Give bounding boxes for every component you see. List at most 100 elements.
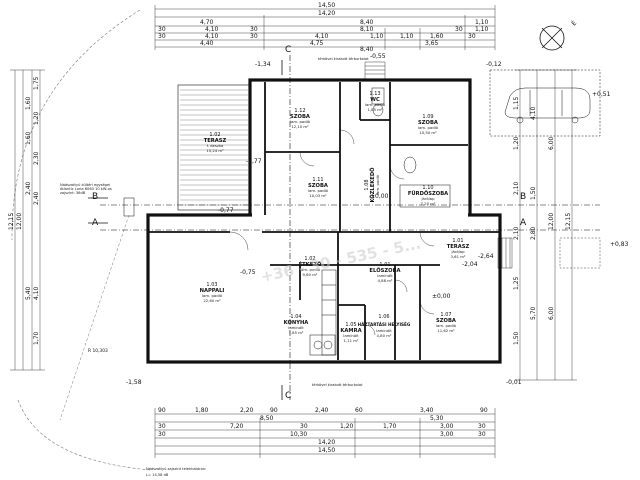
top-dim-inner: 14,20: [318, 10, 335, 17]
svg-text:laminált: laminált: [377, 273, 393, 278]
room-1-08: 1.08 KÖZLEKEDŐ lam. padló: [364, 167, 380, 203]
room-1-06: 1.06 HÁZTARTÁSI HELYISÉG laminált 4,80 m…: [358, 314, 411, 338]
svg-text:lam. padló: lam. padló: [418, 125, 439, 130]
svg-text:SZOBA: SZOBA: [290, 114, 310, 120]
section-mark-c-top: C: [285, 45, 291, 55]
svg-text:É: É: [570, 19, 578, 27]
top-dim-e: 4,10: [205, 26, 219, 33]
left-dim-d4: 2,40: [33, 191, 40, 205]
room-1-01-eloszoba: 1.01 ELŐSZOBA laminált 4,88 m²: [369, 262, 400, 283]
level-living: -0,75: [240, 269, 256, 276]
svg-text:ÉTKEZŐ: ÉTKEZŐ: [299, 260, 322, 268]
level-top-left: -1,34: [255, 61, 271, 68]
section-mark-b-right: B: [520, 192, 526, 202]
right-dim-a4: 2,10: [513, 226, 520, 240]
svg-text:1.02: 1.02: [304, 256, 315, 262]
note-site: Nádszattyú zajszint telekhatáron:: [146, 467, 206, 471]
room-1-02-terasz: 1.02 TERASZ f. deszka 15,24 m²: [204, 132, 227, 153]
right-dim-b1: 4,10: [530, 106, 537, 120]
right-dim-a5: 1,25: [513, 276, 520, 290]
svg-text:ELŐSZOBA: ELŐSZOBA: [369, 267, 400, 274]
bottom-dim-a8: 90: [480, 407, 488, 414]
svg-text:1.05: 1.05: [345, 322, 356, 328]
bottom-dim-d3: 3,00: [440, 431, 454, 438]
svg-text:1.13: 1.13: [369, 91, 380, 97]
svg-text:járólap: járólap: [421, 196, 436, 201]
svg-text:3,61 m²: 3,61 m²: [451, 254, 466, 259]
bottom-dim-e1: 14,20: [318, 439, 335, 446]
bottom-dim-c6: 3,00: [440, 423, 454, 430]
level-left-mid: -0,77: [218, 207, 234, 214]
room-1-13: 1.13 WC lam. padló 1,85 m²: [365, 91, 386, 112]
svg-text:1.06: 1.06: [378, 314, 389, 320]
right-dim-b3: 2,80: [530, 226, 537, 240]
top-dim-l: 30: [250, 33, 258, 40]
right-dim-a6: 1,50: [513, 331, 520, 345]
level-stair-top: -0,55: [370, 53, 386, 60]
right-dim-b4: 5,70: [530, 306, 537, 320]
level-bottom-left: -1,58: [126, 379, 142, 386]
level-right-stair: -2,04: [462, 261, 478, 268]
level-right-edge: +0,83: [610, 241, 629, 248]
room-1-02-etkezo: 1.02 ÉTKEZŐ lam. padló 9,60 m²: [299, 256, 322, 277]
bottom-dim-a4: 90: [270, 407, 278, 414]
top-dim-total: 14,50: [318, 2, 335, 9]
svg-text:SZOBA: SZOBA: [418, 120, 438, 126]
svg-text:1.10: 1.10: [422, 185, 433, 191]
top-dim-t: 3,65: [425, 40, 439, 47]
svg-text:lam. padló: lam. padló: [290, 119, 311, 124]
bottom-dim-d1: 30: [158, 431, 166, 438]
top-dim-a: 4,70: [200, 19, 214, 26]
bottom-dim-d4: 30: [478, 431, 486, 438]
bottom-dim-c2: 7,20: [230, 423, 244, 430]
level-center2: ±0,00: [432, 293, 451, 300]
bottom-dim-f1: 14,50: [318, 447, 335, 454]
room-1-04: 1.04 KONYHA laminált 7,85 m²: [284, 314, 309, 335]
top-dim-k: 4,10: [205, 33, 219, 40]
section-lines: [100, 55, 600, 400]
door-swings: [229, 129, 435, 336]
svg-text:SZOBA: SZOBA: [436, 318, 456, 324]
svg-text:1.08: 1.08: [364, 179, 370, 190]
svg-text:1.04: 1.04: [290, 314, 301, 320]
section-mark-b: B: [92, 192, 98, 202]
level-bottom-right: -0,01: [506, 379, 522, 386]
bottom-dim-c4: 1,20: [340, 423, 354, 430]
top-dim-g: 8,10: [360, 26, 374, 33]
top-dim-s: 4,75: [310, 40, 324, 47]
section-markers: [88, 60, 283, 400]
svg-text:laminált: laminált: [376, 328, 392, 333]
svg-text:7,85 m²: 7,85 m²: [289, 330, 304, 335]
top-dim-m: 4,10: [315, 33, 329, 40]
svg-text:7,20 m²: 7,20 m²: [421, 201, 436, 206]
svg-text:laminált: laminált: [288, 325, 304, 330]
svg-text:15,24 m²: 15,24 m²: [206, 148, 224, 153]
svg-text:10,50 m²: 10,50 m²: [419, 130, 437, 135]
bottom-dim-b1: 8,50: [260, 415, 274, 422]
note-bottom-walkway: térkövel kirakott térburkolat: [312, 383, 363, 387]
top-dim-p: 1,60: [430, 33, 444, 40]
svg-text:lam. padló: lam. padló: [375, 174, 380, 195]
bottom-dim-a3: 2,20: [240, 407, 254, 414]
svg-text:11,62 m²: 11,62 m²: [437, 328, 455, 333]
bottom-dim-a7: 3,40: [420, 407, 434, 414]
level-left-mid2: -0,77: [246, 158, 262, 165]
dashed-radius: [59, 214, 130, 421]
left-dim-c2: 1,60: [25, 131, 32, 145]
room-1-05: 1.05 KAMRA laminált 1,11 m²: [340, 322, 361, 343]
bottom-dim-c3: 30: [300, 423, 308, 430]
top-dim-j: 30: [158, 33, 166, 40]
top-dim-o: 1,10: [400, 33, 414, 40]
bottom-dim-c5: 1,70: [383, 423, 397, 430]
note-tank: Nádszattyú kültéri egységei Atlantic Lor…: [60, 183, 112, 195]
bottom-dim-a2: 1,80: [195, 407, 209, 414]
bottom-dim-b2: 5,30: [430, 415, 444, 422]
right-dim-d1: 12,15: [565, 213, 572, 230]
top-stair: [364, 61, 386, 81]
room-1-11: 1.11 SZOBA lam. padló 10,03 m²: [308, 177, 329, 198]
svg-text:TERASZ: TERASZ: [204, 138, 227, 144]
top-dim-r: 4,40: [200, 40, 214, 47]
svg-text:lam. padló: lam. padló: [202, 293, 223, 298]
heat-pump-unit: [123, 197, 135, 217]
section-mark-a-right: A: [520, 218, 527, 228]
